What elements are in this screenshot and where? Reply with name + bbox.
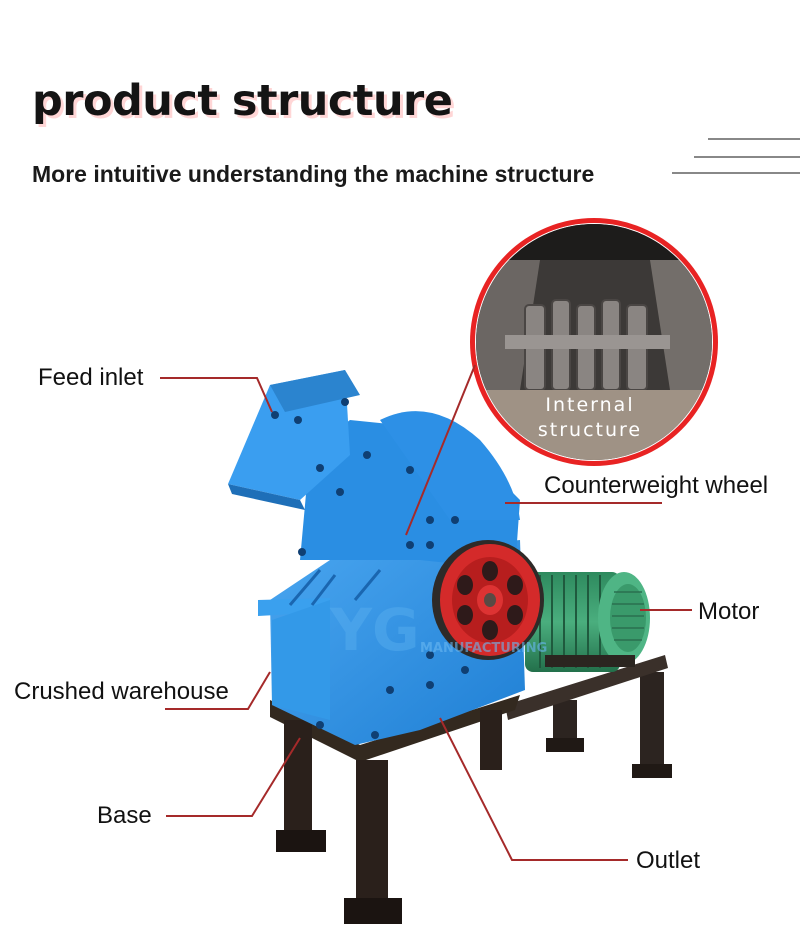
inset-caption: Internal structure xyxy=(500,393,680,443)
label-outlet: Outlet xyxy=(636,847,701,874)
header-decoration-lines xyxy=(672,138,800,174)
base-frame xyxy=(270,655,672,924)
watermark-logo: YG xyxy=(329,596,420,664)
page-title: product structure xyxy=(32,76,453,126)
inset-caption-line2: structure xyxy=(537,419,643,441)
label-motor: Motor xyxy=(698,598,760,625)
inset-caption-line1: Internal xyxy=(545,394,635,416)
page-subtitle: More intuitive understanding the machine… xyxy=(32,161,595,187)
label-crushed-warehouse: Crushed warehouse xyxy=(14,678,229,705)
counterweight-wheel xyxy=(432,540,544,660)
leader-lines xyxy=(160,364,692,861)
motor-body xyxy=(525,572,650,672)
label-feed-inlet: Feed inlet xyxy=(38,364,144,391)
label-base: Base xyxy=(97,802,152,829)
watermark-text: MANUFACTURING xyxy=(420,641,547,656)
label-counterweight-wheel: Counterweight wheel xyxy=(544,472,769,499)
